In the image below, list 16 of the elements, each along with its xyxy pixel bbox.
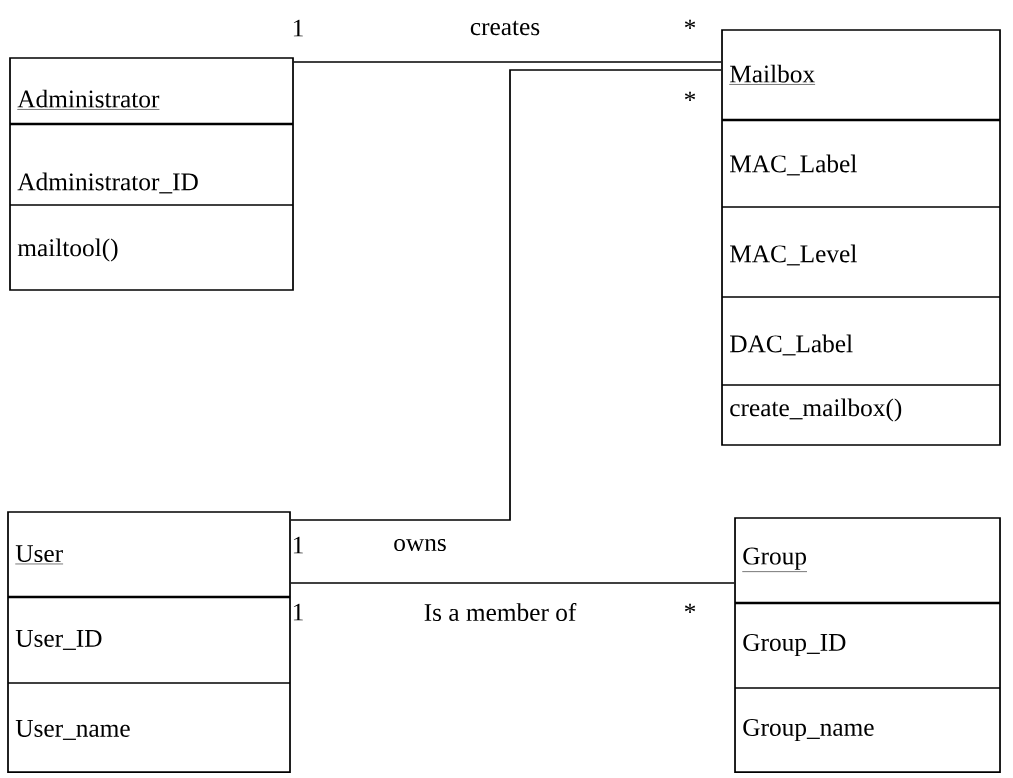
multiplicity-label: * bbox=[684, 603, 696, 613]
multiplicity-label: 1 bbox=[293, 536, 303, 554]
class-box: Group Group_ID Group_name bbox=[734, 517, 1001, 773]
multiplicity-label: 1 bbox=[293, 19, 303, 37]
edge-label: Is a member of bbox=[422, 601, 578, 623]
class-box: User User_ID User_name bbox=[7, 511, 291, 773]
multiplicity-label: * bbox=[684, 19, 696, 29]
multiplicity-label: * bbox=[684, 91, 696, 101]
multiplicity-label: 1 bbox=[293, 603, 303, 621]
class-box: Mailbox MAC_Label MAC_Level DAC_Label create_mailbox() bbox=[721, 29, 1001, 446]
edge-label: owns bbox=[391, 537, 449, 553]
association-line bbox=[290, 69, 722, 521]
edge-label: creates bbox=[468, 19, 542, 37]
association-line bbox=[290, 582, 735, 584]
association-line bbox=[293, 61, 722, 63]
class-box: Administrator Administrator_ID mailtool() bbox=[9, 57, 294, 291]
